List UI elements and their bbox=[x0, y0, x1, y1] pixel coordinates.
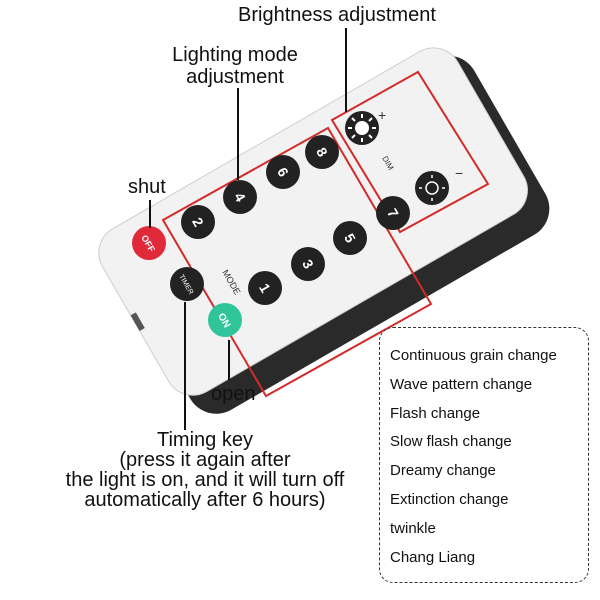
lighting-mode-callout-line1: Lighting mode bbox=[172, 44, 298, 66]
mode-item: Chang Liang bbox=[390, 548, 476, 566]
number-6-button[interactable]: 6 bbox=[266, 155, 300, 189]
mode-item: Extinction change bbox=[390, 490, 509, 508]
timing-key-callout: Timing key (press it again after the lig… bbox=[0, 430, 410, 510]
sun-dim-icon bbox=[425, 181, 439, 195]
number-1-button[interactable]: 1 bbox=[248, 271, 282, 305]
button-layer: MODE DIM + − OFF bbox=[132, 70, 490, 398]
number-3-button[interactable]: 3 bbox=[291, 247, 325, 281]
dim-highlight-box bbox=[330, 70, 490, 234]
brightness-callout: Brightness adjustment bbox=[238, 4, 436, 26]
plus-print-label: + bbox=[378, 107, 386, 123]
number-5-button[interactable]: 5 bbox=[333, 221, 367, 255]
off-button[interactable]: OFF bbox=[132, 226, 166, 260]
lighting-mode-callout: Lighting mode adjustment bbox=[160, 44, 310, 88]
brightness-up-button[interactable] bbox=[345, 111, 379, 145]
mode-item: twinkle bbox=[390, 519, 436, 537]
mode-item: Dreamy change bbox=[390, 462, 496, 480]
timing-key-line: Timing key bbox=[157, 429, 253, 451]
number-2-button[interactable]: 2 bbox=[181, 205, 215, 239]
brightness-down-button[interactable] bbox=[415, 171, 449, 205]
mode-item: Wave pattern change bbox=[390, 375, 533, 393]
timing-key-line: automatically after 6 hours) bbox=[84, 489, 326, 511]
lighting-mode-callout-line2: adjustment bbox=[186, 66, 284, 88]
mode-item: Flash change bbox=[390, 404, 481, 422]
timing-key-line: (press it again after bbox=[119, 449, 291, 471]
mode-list: Continuous grain change Wave pattern cha… bbox=[390, 342, 588, 572]
on-button[interactable]: ON bbox=[208, 303, 242, 337]
timer-button[interactable]: TIMER bbox=[170, 267, 204, 301]
remote-side-notch bbox=[130, 312, 145, 331]
timing-key-line: the light is on, and it will turn off bbox=[65, 469, 345, 491]
open-callout: open bbox=[211, 383, 256, 405]
number-8-button[interactable]: 8 bbox=[305, 135, 339, 169]
number-7-button[interactable]: 7 bbox=[376, 196, 410, 230]
mode-item: Slow flash change bbox=[390, 433, 512, 451]
mode-legend-box: Continuous grain change Wave pattern cha… bbox=[379, 327, 589, 583]
minus-print-label: − bbox=[455, 165, 463, 181]
mode-item: Continuous grain change bbox=[390, 347, 557, 364]
shut-callout: shut bbox=[128, 176, 166, 198]
number-4-button[interactable]: 4 bbox=[223, 180, 257, 214]
sun-bright-icon bbox=[355, 121, 369, 135]
